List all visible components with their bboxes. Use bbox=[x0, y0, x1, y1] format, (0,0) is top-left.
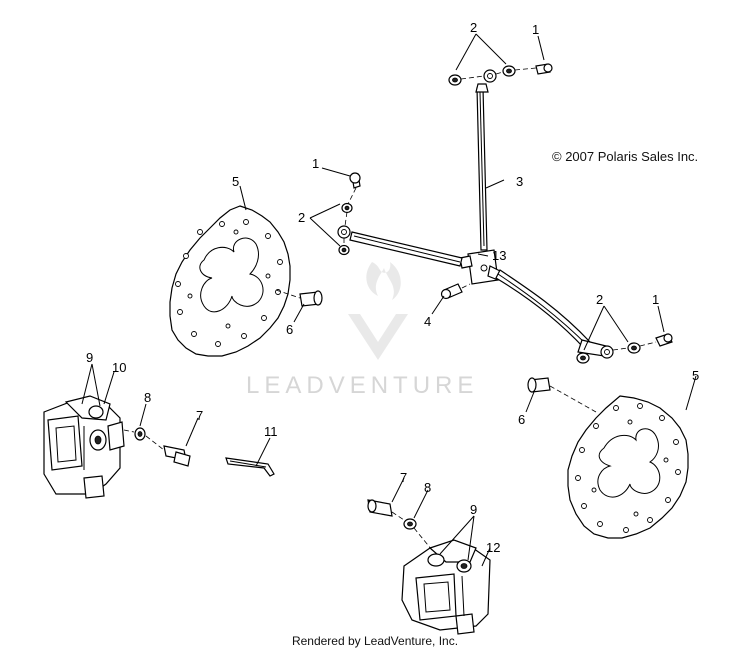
rotor-bolt-left bbox=[275, 289, 323, 307]
bolt-4 bbox=[440, 283, 471, 300]
right-fittings bbox=[576, 333, 673, 364]
callout-8-right: 8 bbox=[424, 480, 431, 495]
callout-7-right: 7 bbox=[400, 470, 407, 485]
callout-5-right: 5 bbox=[692, 368, 699, 383]
callout-4: 4 bbox=[424, 314, 431, 329]
callout-10: 10 bbox=[112, 360, 126, 375]
brake-caliper-right bbox=[401, 539, 491, 635]
callout-3: 3 bbox=[516, 174, 523, 189]
watermark-logo bbox=[348, 262, 408, 360]
callout-13: 13 bbox=[492, 248, 506, 263]
render-credit: Rendered by LeadVenture, Inc. bbox=[291, 634, 459, 648]
callout-2-right: 2 bbox=[596, 292, 603, 307]
callout-5-left: 5 bbox=[232, 174, 239, 189]
brake-hose-right bbox=[495, 269, 614, 359]
callout-11: 11 bbox=[264, 424, 278, 439]
copyright-notice: © 2007 Polaris Sales Inc. bbox=[552, 149, 699, 164]
callout-8-left: 8 bbox=[144, 390, 151, 405]
brake-hose-left bbox=[337, 225, 463, 267]
caliper-right-fittings bbox=[367, 499, 433, 551]
brake-hose-3 bbox=[475, 69, 497, 251]
callout-labels: 2 1 3 1 2 13 4 2 1 5 6 5 6 9 10 8 7 11 7… bbox=[86, 20, 699, 555]
callout-1-mid: 1 bbox=[312, 156, 319, 171]
watermark-text: LEADVENTURE bbox=[246, 372, 479, 399]
brake-caliper-left bbox=[43, 395, 125, 499]
callout-leaders bbox=[81, 33, 697, 567]
caliper-left-fittings bbox=[123, 427, 191, 467]
callout-6-left: 6 bbox=[286, 322, 293, 337]
callout-2-mid: 2 bbox=[298, 210, 305, 225]
callout-9-right: 9 bbox=[470, 502, 477, 517]
tee-junction-13 bbox=[459, 249, 503, 285]
callout-7-left: 7 bbox=[196, 408, 203, 423]
callout-1-top: 1 bbox=[532, 22, 539, 37]
mid-fittings bbox=[338, 172, 361, 256]
top-fittings bbox=[448, 63, 553, 86]
brake-rotor-left bbox=[169, 205, 291, 357]
brake-rotor-right bbox=[567, 395, 689, 539]
cable-tie-11 bbox=[225, 457, 275, 477]
callout-9-left: 9 bbox=[86, 350, 93, 365]
callout-12: 12 bbox=[486, 540, 500, 555]
callout-2-top: 2 bbox=[470, 20, 477, 35]
callout-1-right: 1 bbox=[652, 292, 659, 307]
callout-6-right: 6 bbox=[518, 412, 525, 427]
rotor-bolt-right bbox=[527, 377, 597, 413]
